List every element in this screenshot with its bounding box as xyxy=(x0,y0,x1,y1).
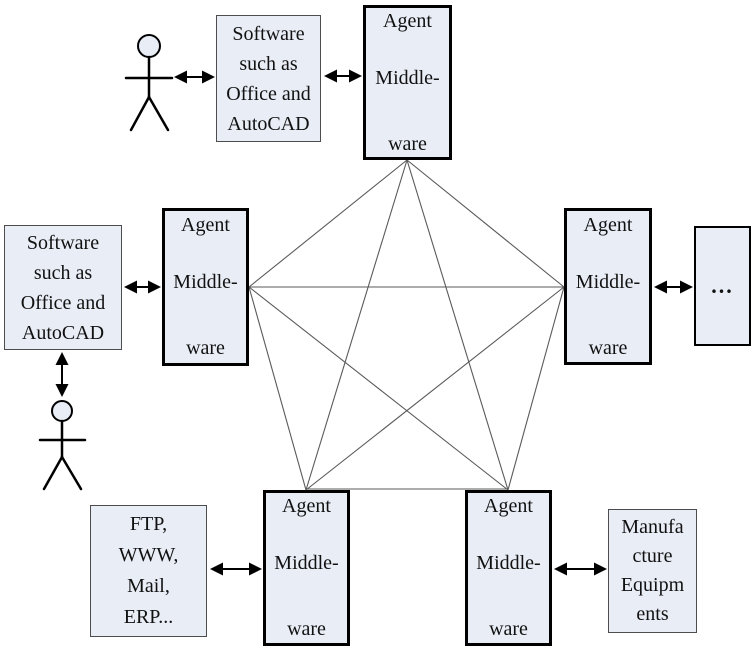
arrow-softwaretop-agenttop xyxy=(324,69,362,83)
node-agent-middleware-bottom-left: Agent Middle- ware xyxy=(263,490,350,646)
link-right-bottomleft xyxy=(305,286,565,491)
link-left-bottomright xyxy=(248,286,509,491)
p2p-link-lines xyxy=(248,159,565,491)
actor-right-leg xyxy=(60,455,83,491)
node-more-peers: ... xyxy=(694,226,751,346)
node-label: Agent Middle- ware xyxy=(575,213,641,359)
arrow-networkservices-agentbottomleft xyxy=(210,562,262,576)
user-actor-top xyxy=(124,34,174,132)
link-top-bottomleft xyxy=(305,159,408,491)
link-right-bottomright xyxy=(507,286,565,491)
link-top-left xyxy=(248,159,408,288)
arrow-usertop-softwaretop xyxy=(174,70,215,84)
node-software-top: Software such as Office and AutoCAD xyxy=(216,15,321,142)
user-actor-left xyxy=(38,400,87,491)
node-label: Agent Middle- ware xyxy=(274,495,339,640)
node-network-services: FTP, WWW, Mail, ERP... xyxy=(90,505,207,637)
actor-left-leg xyxy=(129,95,151,132)
link-top-right xyxy=(406,159,565,288)
actor-head xyxy=(51,400,73,422)
arrow-agentright-morepeers xyxy=(654,280,693,294)
node-software-left: Software such as Office and AutoCAD xyxy=(4,225,122,350)
actor-right-leg xyxy=(147,95,170,132)
actor-left-leg xyxy=(42,455,64,491)
node-agent-middleware-top: Agent Middle- ware xyxy=(363,5,452,160)
node-agent-middleware-right: Agent Middle- ware xyxy=(564,208,652,365)
link-top-bottomright xyxy=(406,159,509,491)
node-agent-middleware-bottom-right: Agent Middle- ware xyxy=(465,490,552,646)
node-manufacture-equipments: Manufa cture Equipm ents xyxy=(608,509,697,633)
link-left-bottomleft xyxy=(248,286,307,491)
arrow-agentbottomright-manufacture xyxy=(554,562,607,576)
arrow-softwareleft-userleft xyxy=(55,352,69,397)
arrow-softwareleft-agentleft xyxy=(124,280,161,294)
actor-head xyxy=(137,34,161,58)
node-label: Agent Middle- ware xyxy=(173,214,238,359)
node-label: Agent Middle- ware xyxy=(476,495,541,640)
node-label: Agent Middle- ware xyxy=(375,9,440,155)
double-arrows xyxy=(55,69,693,576)
node-agent-middleware-left: Agent Middle- ware xyxy=(162,208,249,366)
